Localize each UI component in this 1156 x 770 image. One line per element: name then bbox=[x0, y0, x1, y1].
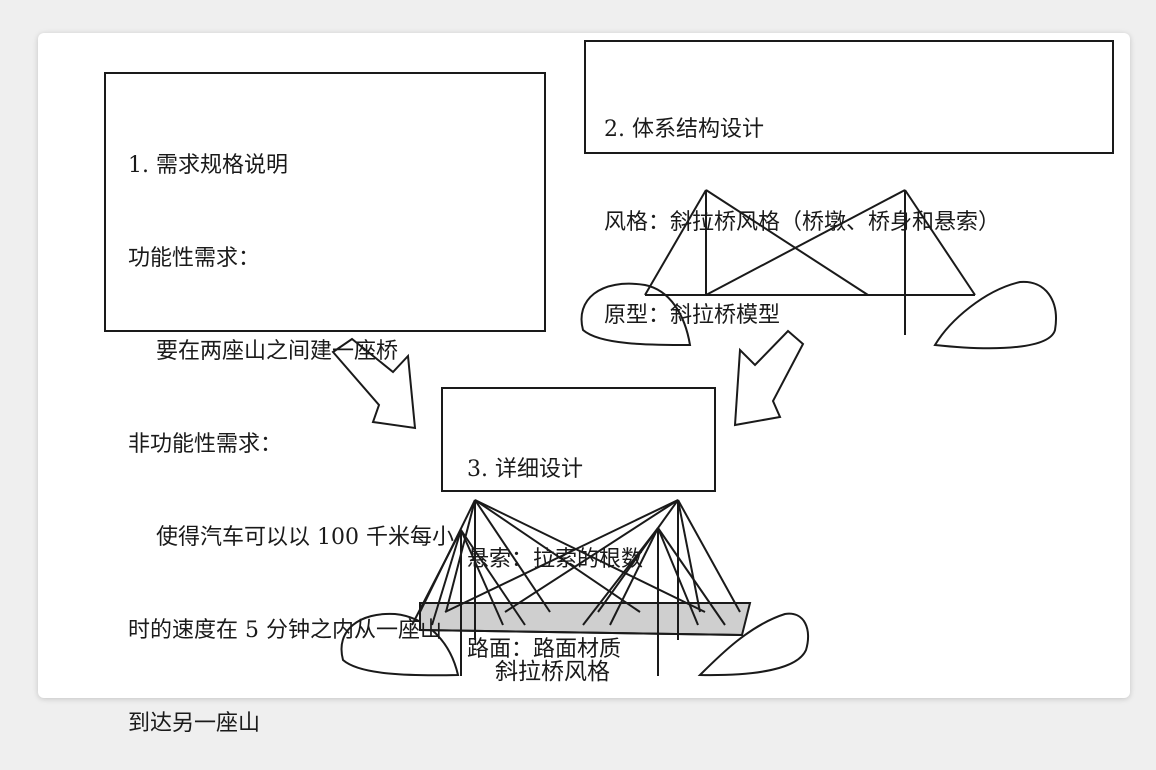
cable-4 bbox=[904, 189, 976, 296]
detailed-bridge-sketch bbox=[340, 499, 810, 677]
requirements-spec-box: 1. 需求规格说明 功能性需求： 要在两座山之间建一座桥 非功能性需求： 使得汽… bbox=[104, 72, 546, 736]
box1-title: 1. 需求规格说明 bbox=[128, 153, 288, 178]
box1-functional-heading: 功能性需求： bbox=[128, 246, 261, 271]
arrow-left bbox=[331, 337, 417, 430]
box1-nonfunctional-text-2: 时的速度在 5 分钟之内从一座山 bbox=[128, 618, 442, 643]
architecture-design-box: 2. 体系结构设计 风格：斜拉桥风格（桥墩、桥身和悬索） 原型：斜拉桥模型 bbox=[584, 40, 1114, 328]
left-mountain bbox=[580, 282, 692, 347]
box1-nonfunctional-heading: 非功能性需求： bbox=[128, 432, 283, 457]
diagram-drawing bbox=[331, 189, 1057, 677]
box2-style: 风格：斜拉桥风格（桥墩、桥身和悬索） bbox=[604, 210, 1001, 235]
box3-road: 路面：路面材质 bbox=[467, 637, 622, 662]
box1-functional-text: 要在两座山之间建一座桥 bbox=[156, 339, 399, 364]
cable-2 bbox=[705, 189, 869, 296]
right-mountain bbox=[933, 280, 1057, 350]
box1-nonfunctional-text-1: 使得汽车可以以 100 千米每小 bbox=[156, 525, 454, 550]
cable-3 bbox=[705, 189, 906, 296]
bridge-style-caption: 斜拉桥风格 bbox=[495, 659, 610, 685]
cable-1 bbox=[644, 189, 707, 296]
box2-prototype: 原型：斜拉桥模型 bbox=[604, 303, 781, 328]
box1-nonfunctional-text-3: 到达另一座山 bbox=[128, 711, 261, 736]
arrow-right bbox=[733, 329, 805, 427]
detailed-design-box: 3. 详细设计 悬索：拉索的根数 路面：路面材质 bbox=[441, 387, 716, 662]
box3-title: 3. 详细设计 bbox=[467, 457, 583, 482]
box3-cables: 悬索：拉索的根数 bbox=[467, 547, 644, 572]
lower-right-mountain bbox=[697, 612, 810, 677]
simple-bridge-sketch bbox=[580, 189, 1057, 350]
box2-title: 2. 体系结构设计 bbox=[604, 117, 764, 142]
